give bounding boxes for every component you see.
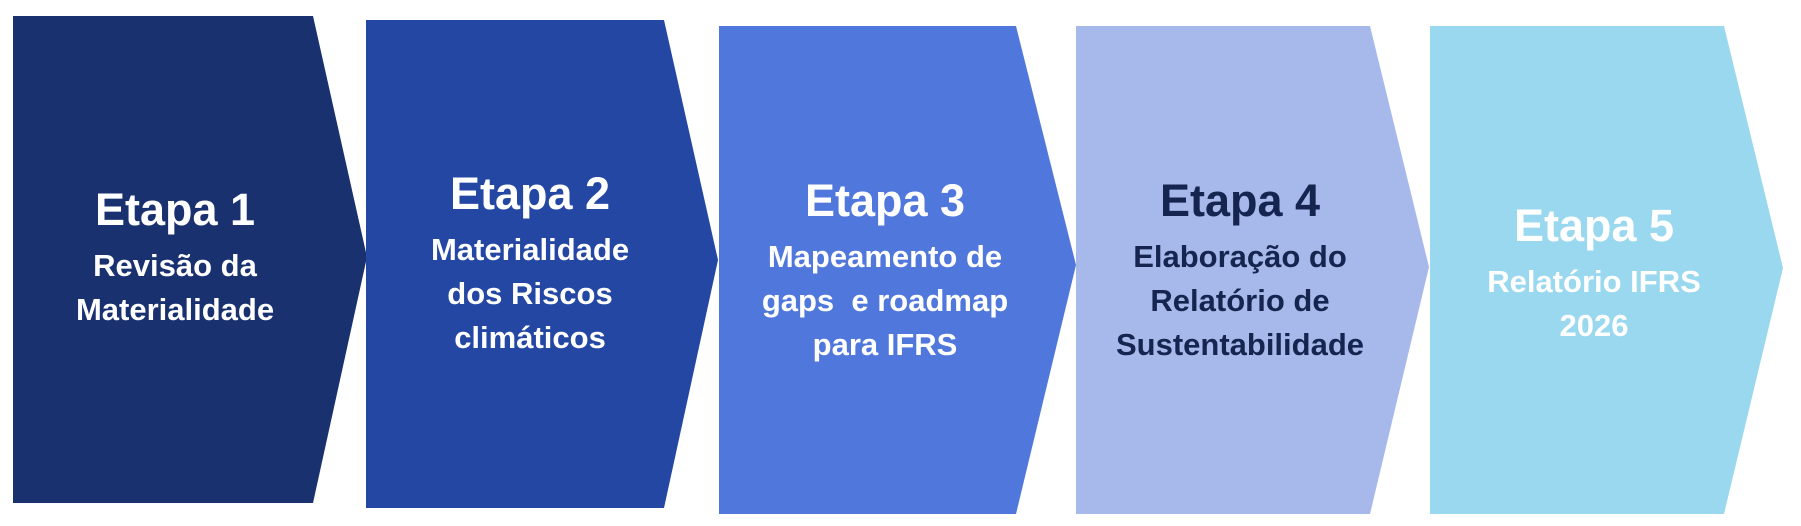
step-3-title: Etapa 3 xyxy=(804,175,966,226)
step-4-title: Etapa 4 xyxy=(1159,175,1321,226)
step-3-line-3: para IFRS xyxy=(812,327,958,362)
step-4-line-3: Sustentabilidade xyxy=(1115,327,1365,362)
step-2-line-2: dos Riscos xyxy=(447,276,613,311)
step-1-title: Etapa 1 xyxy=(94,184,256,235)
step-5-text: Etapa 5 Relatório IFRS 2026 xyxy=(1430,203,1758,348)
step-2-title: Etapa 2 xyxy=(449,168,611,219)
step-2-line-3: climáticos xyxy=(454,320,606,355)
step-5-title: Etapa 5 xyxy=(1513,200,1675,251)
step-3-text: Etapa 3 Mapeamento de gaps e roadmap par… xyxy=(722,178,1048,367)
step-1-text: Etapa 1 Revisão da Materialidade xyxy=(13,187,337,332)
step-3-line-2: gaps e roadmap xyxy=(761,283,1009,318)
step-2-line-1: Materialidade xyxy=(430,232,630,267)
step-5-line-2: 2026 xyxy=(1559,308,1629,343)
step-1-line-2: Materialidade xyxy=(75,292,275,327)
step-3-line-1: Mapeamento de xyxy=(767,239,1003,274)
step-4-line-2: Relatório de xyxy=(1150,283,1330,318)
step-5-line-1: Relatório IFRS xyxy=(1487,264,1701,299)
step-4-line-1: Elaboração do xyxy=(1133,239,1347,274)
step-1-line-1: Revisão da xyxy=(93,248,257,283)
step-4-text: Etapa 4 Elaboração do Relatório de Suste… xyxy=(1076,178,1404,367)
step-2-text: Etapa 2 Materialidade dos Riscos climáti… xyxy=(368,171,692,360)
